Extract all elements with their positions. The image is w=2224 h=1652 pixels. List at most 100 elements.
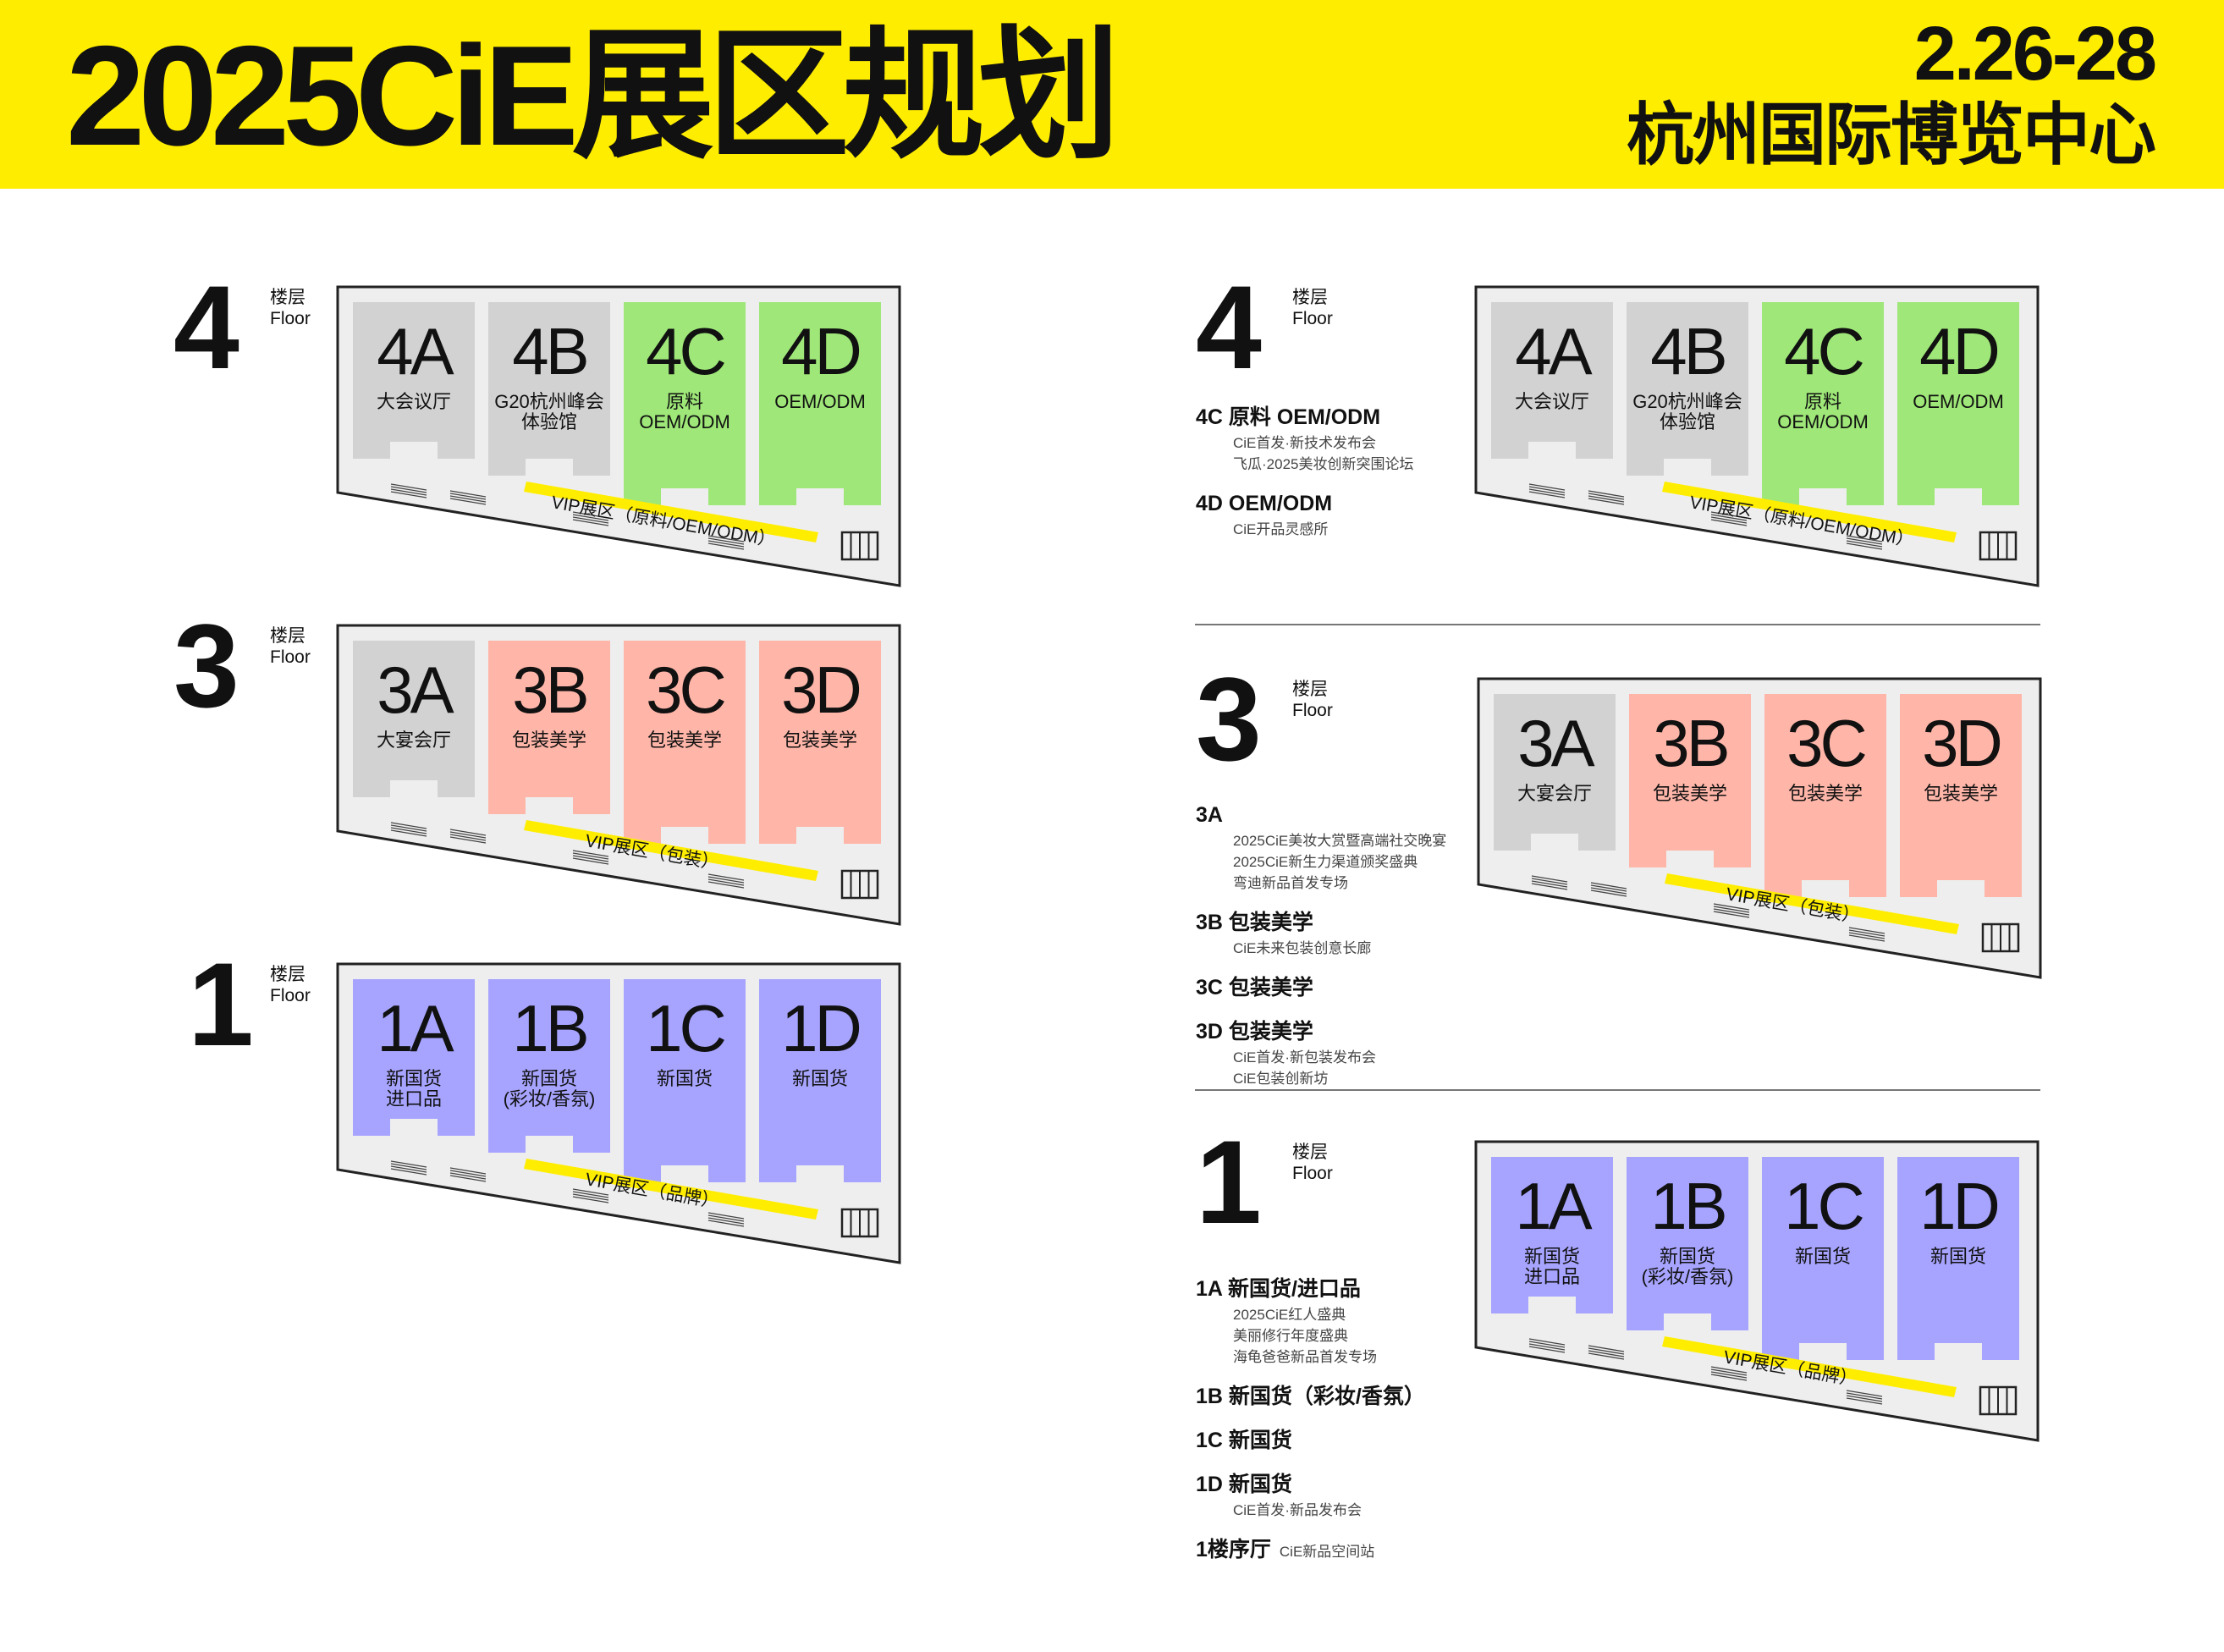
escalator-icon [390,491,427,498]
vip-strip [524,820,818,881]
legend-spacer [1196,475,1413,488]
escalator-icon [1528,1341,1566,1348]
legend-heading: 3B 包装美学 [1196,907,1446,938]
legend-heading-text: 3A [1196,803,1223,827]
legend-event: 美丽修行年度盛典 [1233,1328,1348,1344]
escalator-icon [390,829,427,837]
escalator-icon [1710,511,1748,519]
escalator-icon [572,519,609,526]
escalator-icon [572,852,609,860]
zone-code: 4D [1919,314,2001,388]
zone-3b-shape [488,641,610,814]
page-title: 2025CiE展区规划 [66,16,1120,175]
legend-event: 2025CiE美妆大赏暨高端社交晚宴 [1233,833,1447,849]
floor-label-en: Floor [1292,309,1333,328]
escalator-icon [707,537,745,545]
legend-spacer [1196,1456,1425,1469]
escalator-icon [1528,488,1566,496]
escalator-icon [1846,1392,1883,1400]
escalator-icon [572,857,609,865]
escalator-icon [1590,884,1627,892]
escalator-icon [449,834,487,841]
escalator-icon [707,1217,745,1225]
legend-event: CiE首发·新技术发布会 [1233,435,1377,451]
escalator-icon [449,1167,487,1175]
zone-1a-shape [353,979,475,1136]
legend-heading-text: 4C 原料 OEM/ODM [1196,405,1381,429]
zone-description: 包装美学 [647,730,722,751]
zone-4a-shape [353,302,475,459]
floor-number: 1 [1196,1115,1262,1248]
zone-description: 大会议厅 [1514,391,1589,412]
escalator-icon [1588,495,1625,503]
zone-description: 新国货 [1794,1246,1851,1267]
floor-label-cn: 楼层 [1292,288,1328,307]
zone-code: 4C [1784,314,1865,388]
vip-strip [1662,1336,1957,1397]
zone-4d: 4D OEM/ODM [1897,302,2019,412]
zone-3d-shape [1900,694,2022,897]
legend-heading: 4C 原料 OEM/ODM [1196,402,1413,432]
zone-description: 包装美学 [511,730,586,751]
escalator-icon [390,827,427,834]
legend-heading: 1D 新国货 [1196,1469,1425,1500]
zone-code: 4B [1650,314,1727,388]
escalator-icon [1710,1368,1748,1376]
legend-spacer [1196,1368,1425,1381]
escalator-icon [572,1191,609,1198]
zone-1d: 1D 新国货 [1897,1157,2019,1267]
zone-code: 3D [781,653,862,727]
escalator-icon [1846,1390,1883,1397]
escalator-icon [1588,498,1625,505]
floor-label: 楼层 Floor [1292,287,1333,329]
escalator-icon [449,1175,487,1182]
escalator-icon [707,1214,745,1222]
vip-strip [524,1159,818,1220]
escalator-icon [1531,875,1568,883]
legend-spacer [1196,1003,1446,1016]
escalator-icon [1590,882,1627,889]
zone-code: 1C [646,991,727,1066]
zone-code: 1B [512,991,589,1066]
floor-label-en: Floor [270,986,311,1005]
escalator-icon [1846,1395,1883,1402]
zone-description: 新国货 [1929,1246,1986,1267]
legend-event: 2025CiE红人盛典 [1233,1307,1346,1323]
legend-spacer [1196,959,1446,972]
escalator-icon [1528,491,1566,498]
zone-code: 1D [1919,1169,2001,1243]
zone-3c-shape [1764,694,1886,897]
zone-1b-shape [488,979,610,1153]
legend-event: CiE未来包装创意长廊 [1233,940,1372,956]
zone-description: 新国货 [656,1068,713,1089]
zone-description: 新国货 (彩妆/香氛) [503,1068,596,1110]
escalator-icon [390,1168,427,1176]
zone-4d-shape [759,302,881,505]
zone-code: 3C [646,653,727,727]
escalator-icon [1848,934,1885,942]
divider-line [1195,624,2040,625]
zone-description: 新国货 (彩妆/香氛) [1641,1246,1734,1287]
escalator-icon [707,1220,745,1227]
zone-description: OEM/ODM [1913,391,2004,412]
legend-spacer [1196,1089,1446,1103]
event-date: 2.26-28 [1913,12,2157,96]
zone-code: 1B [1650,1169,1727,1243]
escalator-icon [1710,519,1748,526]
plan-outline [1474,1140,2040,1442]
plan-outline [336,624,901,926]
floor-number: 4 [173,261,239,394]
vip-strip [1662,482,1957,542]
